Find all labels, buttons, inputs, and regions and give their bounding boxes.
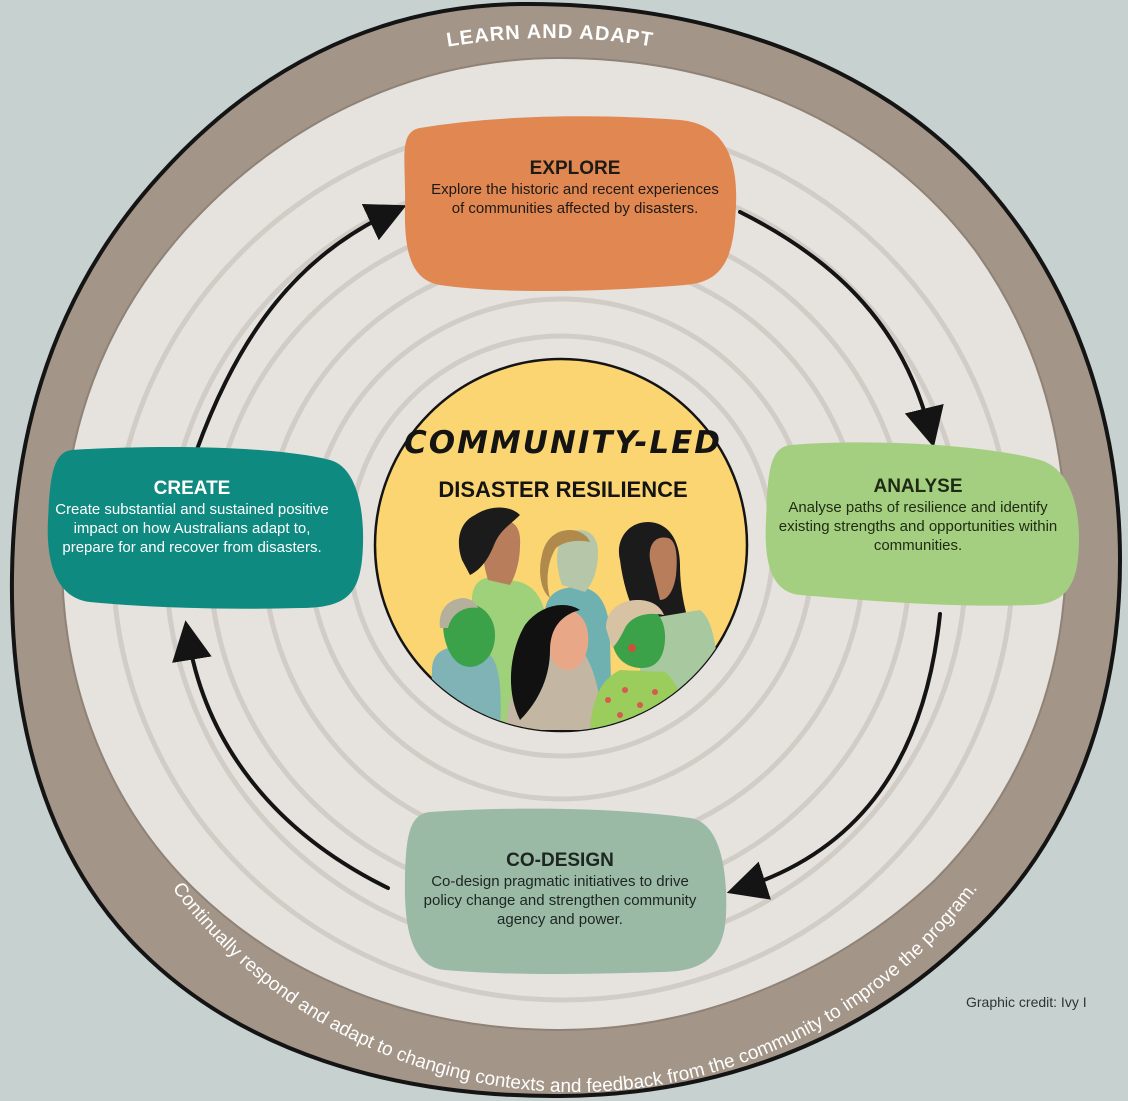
cycle-arrows	[172, 204, 944, 900]
codesign-description: Co-design pragmatic initiatives to drive…	[423, 873, 697, 928]
create-stage: CREATE Create substantial and sustained …	[52, 478, 332, 557]
analyse-description: Analyse paths of resilience and identify…	[778, 499, 1058, 554]
explore-blob	[404, 116, 737, 292]
center-title-disaster-resilience: DISASTER RESILIENCE	[438, 477, 688, 502]
create-title: CREATE	[153, 478, 231, 499]
arrow-analyse-to-codesign	[726, 612, 942, 900]
analyse-title: ANALYSE	[873, 476, 963, 497]
analyse-stage: ANALYSE Analyse paths of resilience and …	[772, 476, 1064, 555]
analyse-blob	[765, 442, 1080, 606]
create-description: Create substantial and sustained positiv…	[55, 501, 329, 556]
codesign-stage: CO-DESIGN Co-design pragmatic initiative…	[410, 850, 710, 929]
graphic-credit: Graphic credit: Ivy I	[966, 994, 1087, 1010]
arrow-create-to-explore	[194, 204, 407, 454]
center-title-community-led: COMMUNITY-LED	[403, 425, 723, 461]
explore-title: EXPLORE	[529, 158, 621, 179]
codesign-blob	[404, 808, 727, 975]
codesign-title: CO-DESIGN	[506, 850, 614, 871]
explore-stage: EXPLORE Explore the historic and recent …	[425, 158, 725, 218]
arrow-codesign-to-create	[172, 620, 390, 890]
arrow-explore-to-analyse	[738, 210, 944, 448]
explore-description: Explore the historic and recent experien…	[431, 181, 719, 217]
create-blob	[47, 447, 364, 609]
